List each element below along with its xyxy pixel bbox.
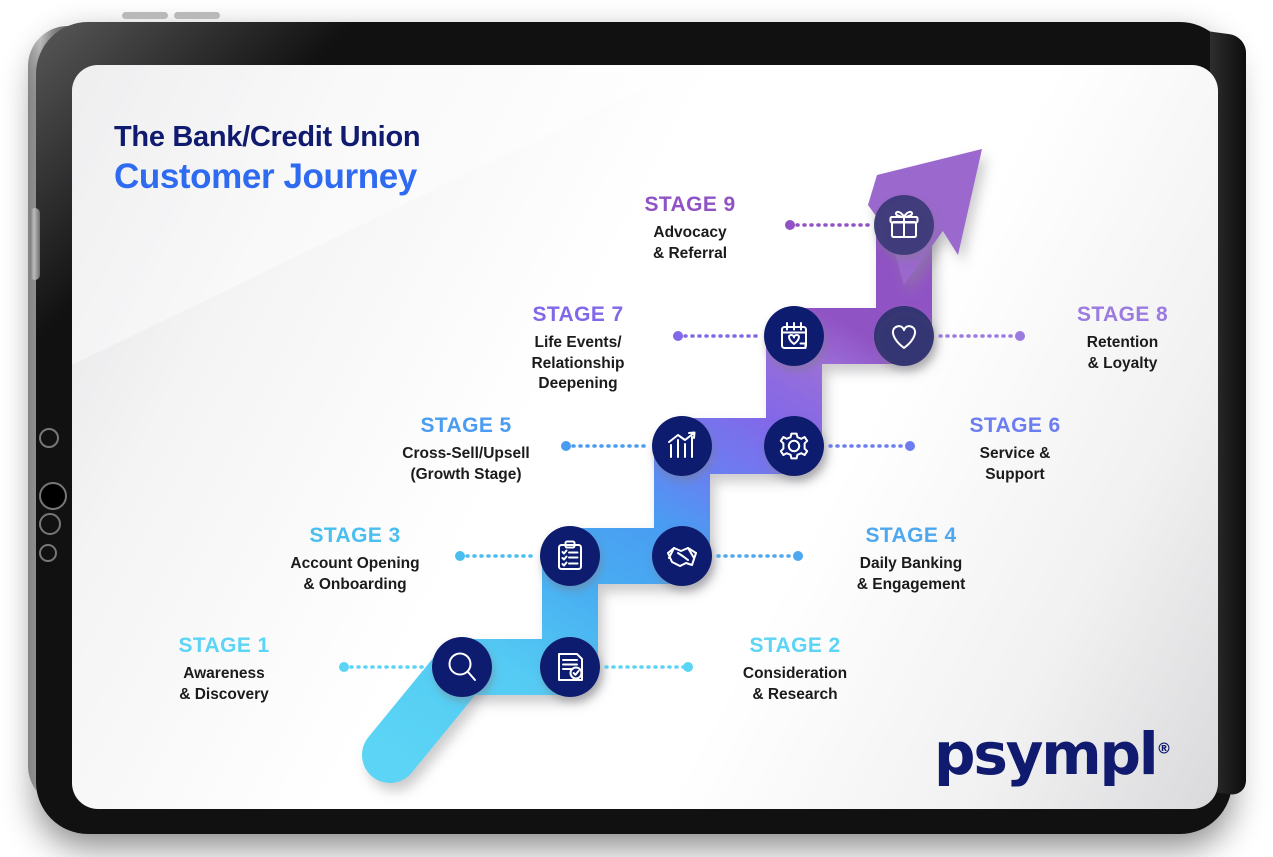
stage-8-sub-line-1: Retention bbox=[1086, 334, 1159, 352]
stage-8-title: STAGE 8 bbox=[1076, 303, 1169, 326]
stage-label-7: STAGE 7 Life Events/ Relationship Deepen… bbox=[478, 302, 678, 395]
title-line-2: Customer Journey bbox=[114, 157, 417, 197]
leader-lines bbox=[339, 220, 1025, 672]
page-title: The Bank/Credit Union Customer Journey bbox=[114, 120, 421, 198]
stage-label-1: STAGE 1 Awareness & Discovery bbox=[134, 633, 314, 705]
node-stage-3[interactable] bbox=[540, 526, 600, 586]
calendar-heart-icon bbox=[781, 322, 807, 349]
heart-icon bbox=[891, 325, 917, 349]
tablet-port-3 bbox=[39, 513, 61, 535]
stage-label-5: STAGE 5 Cross-Sell/Upsell (Growth Stage) bbox=[360, 413, 572, 485]
stage-1-title: STAGE 1 bbox=[178, 634, 270, 657]
tablet-device: The Bank/Credit Union Customer Journey bbox=[14, 8, 1259, 849]
logo-wordmark: psympl bbox=[934, 720, 1159, 788]
handshake-icon bbox=[667, 547, 697, 567]
stage-1-sub-line-2: & Discovery bbox=[179, 685, 269, 703]
node-stage-2[interactable] bbox=[540, 637, 600, 697]
document-check-icon bbox=[558, 653, 583, 681]
node-stage-1[interactable] bbox=[432, 637, 492, 697]
stage-1-sub-line-1: Awareness bbox=[183, 665, 265, 683]
tablet-volume-button[interactable] bbox=[30, 208, 40, 280]
tablet-camera-lens bbox=[39, 482, 67, 510]
growth-chart-icon bbox=[668, 431, 696, 458]
tablet-top-notch-left bbox=[122, 12, 168, 19]
stage-3-title: STAGE 3 bbox=[309, 524, 401, 547]
psympl-logo: psympl® bbox=[934, 720, 1171, 788]
stage-9-sub-line-1: Advocacy bbox=[653, 224, 727, 242]
stage-4-title: STAGE 4 bbox=[865, 524, 957, 547]
stage-label-8: STAGE 8 Retention & Loyalty bbox=[1030, 302, 1215, 374]
node-stage-6[interactable] bbox=[764, 416, 824, 476]
journey-ribbon bbox=[362, 197, 932, 783]
stage-9-sub-line-2: & Referral bbox=[652, 244, 728, 262]
tablet-top-notch-right bbox=[174, 12, 220, 19]
stage-label-2: STAGE 2 Consideration & Research bbox=[700, 633, 890, 705]
stage-5-sub-line-1: Cross-Sell/Upsell bbox=[402, 445, 530, 463]
registered-mark: ® bbox=[1156, 739, 1172, 758]
magnifier-icon bbox=[448, 652, 476, 681]
stage-3-sub-line-2: & Onboarding bbox=[303, 575, 407, 593]
stage-6-sub-line-2: Support bbox=[985, 465, 1045, 483]
stage-label-3: STAGE 3 Account Opening & Onboarding bbox=[250, 523, 460, 595]
gear-icon bbox=[779, 432, 809, 460]
stage-7-sub-line-2: Relationship bbox=[531, 354, 625, 372]
stage-5-sub-line-2: (Growth Stage) bbox=[410, 465, 522, 483]
title-line-1: The Bank/Credit Union bbox=[114, 121, 421, 153]
gift-icon bbox=[889, 210, 919, 238]
stage-7-sub-line-1: Life Events/ bbox=[534, 334, 622, 352]
stage-5-title: STAGE 5 bbox=[420, 414, 512, 437]
tablet-port-1 bbox=[39, 428, 59, 448]
stage-2-sub-line-1: Consideration bbox=[742, 665, 848, 683]
stage-4-sub-line-2: & Engagement bbox=[856, 575, 966, 593]
tablet-port-4 bbox=[39, 544, 57, 562]
stage-2-title: STAGE 2 bbox=[749, 634, 841, 657]
stage-label-9: STAGE 9 Advocacy & Referral bbox=[590, 192, 790, 264]
clipboard-checklist-icon bbox=[558, 540, 582, 570]
stage-6-title: STAGE 6 bbox=[969, 414, 1061, 437]
journey-nodes bbox=[432, 195, 934, 697]
node-stage-5[interactable] bbox=[652, 416, 712, 476]
stage-3-sub-line-1: Account Opening bbox=[290, 555, 420, 573]
stage-4-sub-line-1: Daily Banking bbox=[859, 555, 963, 573]
node-stage-8[interactable] bbox=[874, 306, 934, 366]
stage-9-title: STAGE 9 bbox=[644, 193, 736, 216]
stage-2-sub-line-2: & Research bbox=[752, 685, 838, 703]
stage-6-sub-line-1: Service & bbox=[979, 445, 1051, 463]
stage-label-6: STAGE 6 Service & Support bbox=[920, 413, 1110, 485]
tablet-screen: The Bank/Credit Union Customer Journey bbox=[72, 65, 1218, 809]
stage-8-sub-line-2: & Loyalty bbox=[1087, 354, 1158, 372]
stage-label-4: STAGE 4 Daily Banking & Engagement bbox=[810, 523, 1012, 595]
customer-journey-path bbox=[339, 149, 1025, 783]
stage-7-title: STAGE 7 bbox=[532, 303, 624, 326]
stage-7-sub-line-3: Deepening bbox=[538, 375, 618, 393]
